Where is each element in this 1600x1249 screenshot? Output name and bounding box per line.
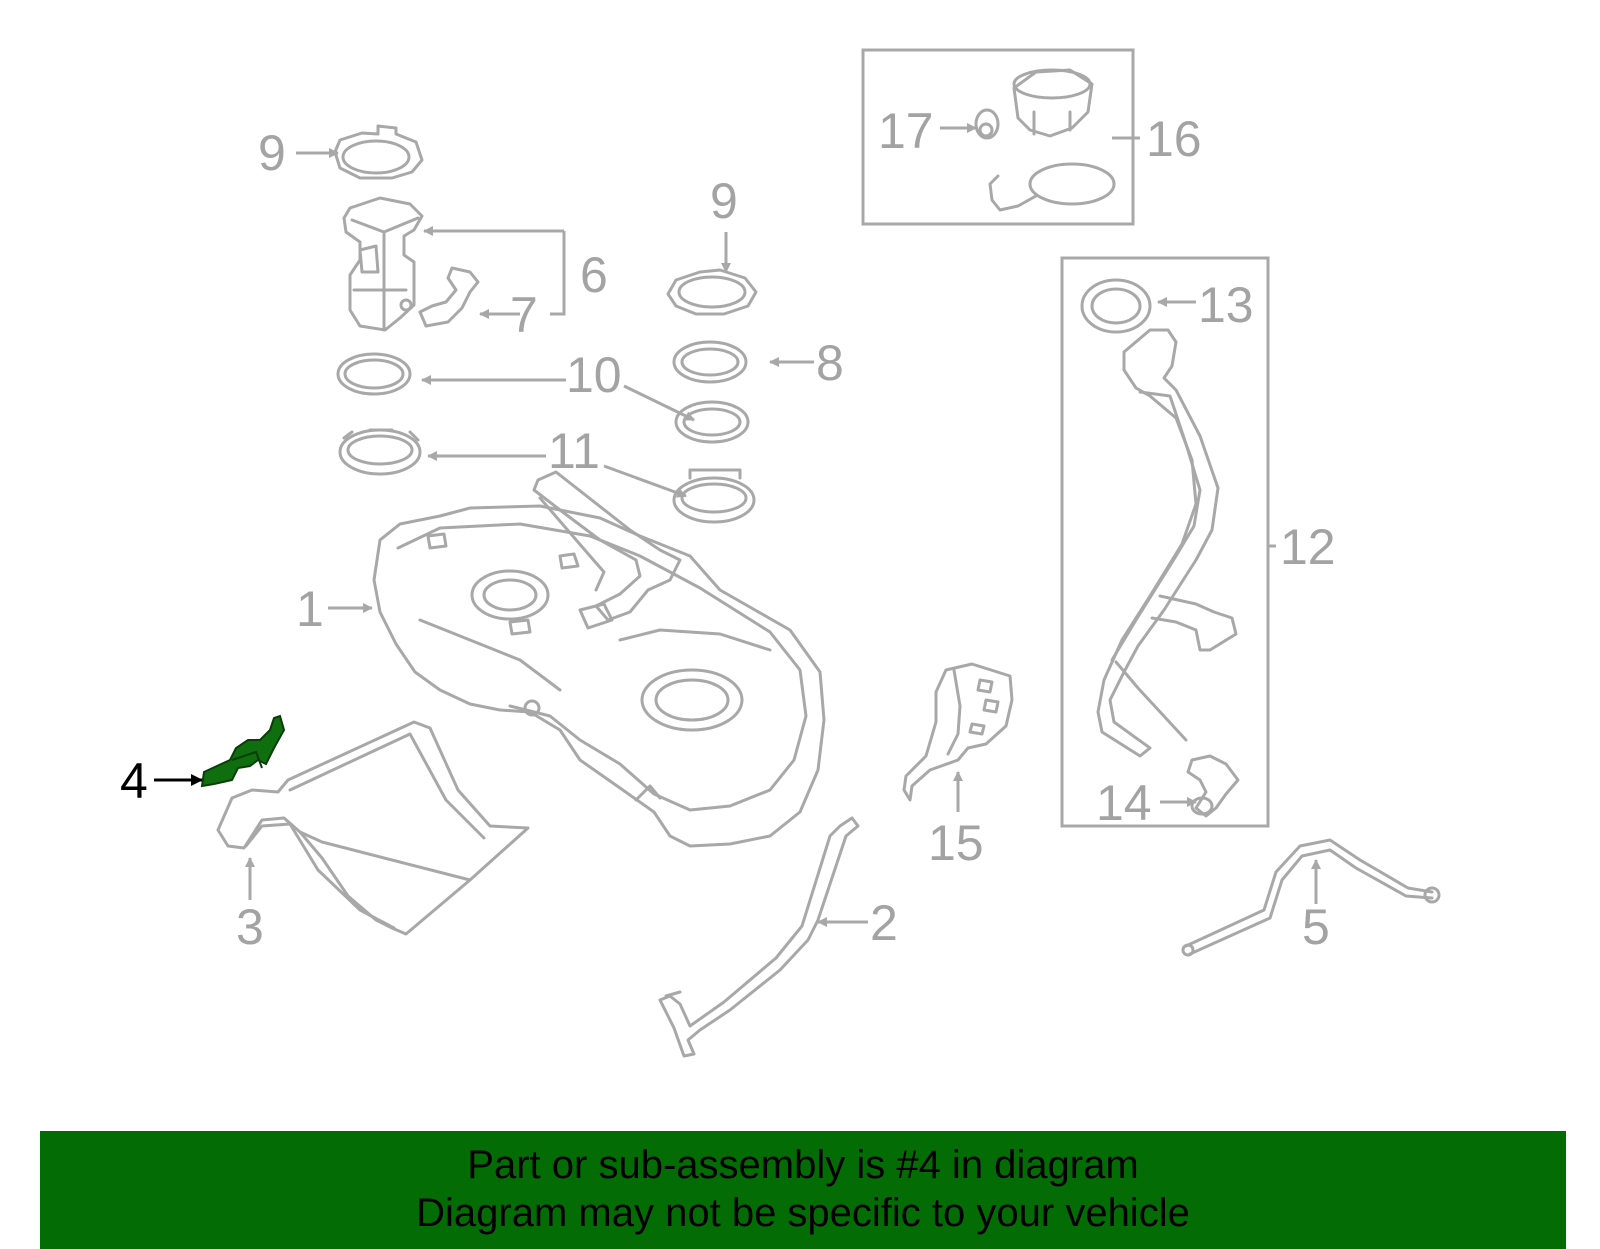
- callout-12: 12: [1280, 519, 1336, 575]
- hose-14[interactable]: [1186, 754, 1240, 818]
- callout-14: 14: [1096, 775, 1152, 831]
- vent-tube-5[interactable]: [1181, 838, 1441, 957]
- box-12: [1060, 256, 1270, 828]
- callout-4-highlighted: 4: [120, 753, 148, 809]
- callout-5: 5: [1302, 899, 1330, 955]
- gasket-13[interactable]: [1080, 278, 1152, 334]
- tank-strap-2[interactable]: [658, 816, 860, 1058]
- bracket-15[interactable]: [902, 662, 1014, 802]
- callout-9-left: 9: [258, 125, 286, 181]
- callout-8: 8: [816, 335, 844, 391]
- banner-line-2: Diagram may not be specific to your vehi…: [416, 1191, 1190, 1235]
- callout-16: 16: [1146, 111, 1202, 167]
- fuel-tank-1[interactable]: [372, 470, 826, 848]
- bracket-4-highlighted[interactable]: [200, 714, 286, 788]
- callout-13: 13: [1198, 277, 1254, 333]
- callout-6: 6: [580, 247, 608, 303]
- lock-ring-9-right[interactable]: [666, 268, 758, 316]
- callout-2: 2: [870, 895, 898, 951]
- callout-1: 1: [296, 581, 324, 637]
- filler-neck-12[interactable]: [1096, 328, 1238, 758]
- fuel-pump-module-6[interactable]: [342, 196, 424, 332]
- callout-labels: 9 6 7 9 8 10 11 1 3 2 15 5 16 17 12 13 1…: [120, 103, 1336, 955]
- lock-ring-11-left[interactable]: [338, 428, 422, 476]
- fuel-level-sender-7[interactable]: [418, 266, 480, 328]
- callout-3: 3: [236, 899, 264, 955]
- heat-shield-3[interactable]: [216, 720, 530, 936]
- callout-7: 7: [510, 287, 538, 343]
- lock-ring-11-right[interactable]: [672, 468, 756, 524]
- seal-17[interactable]: [974, 108, 1000, 140]
- info-banner: Part or sub-assembly is #4 in diagram Di…: [40, 1131, 1566, 1249]
- gasket-10-left[interactable]: [336, 352, 412, 396]
- banner-line-1: Part or sub-assembly is #4 in diagram: [467, 1143, 1139, 1187]
- lock-ring-9-left[interactable]: [333, 124, 424, 180]
- fuel-cap-16[interactable]: [988, 68, 1116, 212]
- callout-9-right: 9: [710, 173, 738, 229]
- ring-8[interactable]: [672, 340, 748, 384]
- callout-11: 11: [548, 423, 600, 479]
- callout-15: 15: [928, 815, 984, 871]
- gasket-10-right[interactable]: [674, 400, 750, 444]
- callout-10: 10: [566, 347, 622, 403]
- callout-17: 17: [878, 103, 934, 159]
- leader-lines: [154, 123, 1321, 927]
